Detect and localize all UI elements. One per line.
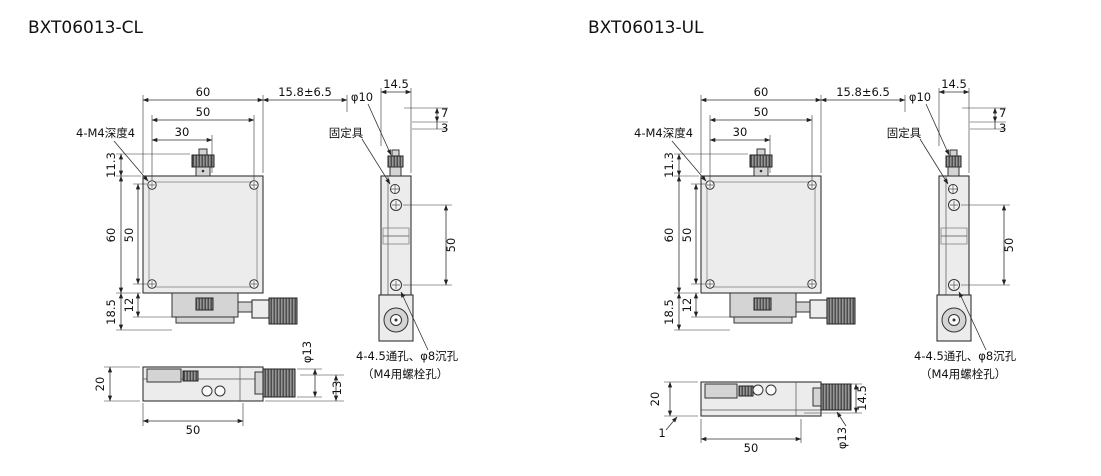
drawing-title: BXT06013-UL xyxy=(588,18,704,38)
dim-side-width: 14.5 xyxy=(941,77,967,91)
drawing-bxt06013-cl: BXT06013-CL 4-M4深度4 60 50 3 xyxy=(28,18,459,437)
dim-top-offset: 30 xyxy=(175,125,190,139)
hole-note-line1: 4-4.5通孔、φ8沉孔 xyxy=(356,349,459,363)
top-view xyxy=(700,148,856,325)
hole-note-line2: （M4用螺栓孔） xyxy=(362,367,448,381)
hole-note-line2: （M4用螺栓孔） xyxy=(920,367,1006,381)
dim-left-base: 12 xyxy=(122,298,136,313)
dim-bottom-width: 50 xyxy=(186,423,201,437)
fixture-label: 固定具 xyxy=(887,126,922,140)
dim-bottom-height: 20 xyxy=(93,377,107,392)
m4-depth-note: 4-M4深度4 xyxy=(76,126,135,140)
dim-bottom-base-lip: 1 xyxy=(658,426,665,440)
m4-depth-note: 4-M4深度4 xyxy=(634,126,693,140)
bottom-view xyxy=(104,366,344,426)
bottom-view xyxy=(664,381,862,443)
dim-knob-diameter: φ10 xyxy=(351,90,373,104)
dim-side-hole-span: 50 xyxy=(1002,238,1016,253)
dim-top-inner: 50 xyxy=(754,105,769,119)
dim-top-offset: 30 xyxy=(733,125,748,139)
dim-left-inner: 50 xyxy=(680,228,694,243)
dim-bottom-knob-diameter: φ13 xyxy=(300,341,314,363)
dim-travel: 15.8±6.5 xyxy=(836,85,890,99)
dim-bottom-knob-height: 14.5 xyxy=(855,385,869,411)
dim-left-top: 11.3 xyxy=(104,152,118,178)
dim-knob-diameter: φ10 xyxy=(909,90,931,104)
side-view xyxy=(378,149,414,342)
dim-left-bottom: 18.5 xyxy=(662,299,676,325)
dim-side-step2: 3 xyxy=(999,121,1006,135)
dim-side-step1: 7 xyxy=(441,106,448,120)
drawing-bxt06013-ul: BXT06013-UL 4-M4深度4 60 50 3 xyxy=(588,18,1017,455)
top-view xyxy=(142,148,298,325)
dim-side-step1: 7 xyxy=(999,106,1006,120)
dim-side-width: 14.5 xyxy=(383,77,409,91)
dim-left-inner: 50 xyxy=(122,228,136,243)
side-view xyxy=(936,149,972,342)
micrometer-thimble-front xyxy=(262,368,296,398)
fixture-label: 固定具 xyxy=(329,126,364,140)
hole-note-line1: 4-4.5通孔、φ8沉孔 xyxy=(914,349,1017,363)
dim-top-inner: 50 xyxy=(196,105,211,119)
dim-side-step2: 3 xyxy=(441,121,448,135)
dim-bottom-width: 50 xyxy=(744,441,759,455)
micrometer-thimble-front xyxy=(820,383,852,411)
dim-side-hole-span: 50 xyxy=(444,238,458,253)
dim-travel: 15.8±6.5 xyxy=(278,85,332,99)
dim-top-width: 60 xyxy=(196,85,211,99)
drawing-title: BXT06013-CL xyxy=(28,18,143,38)
dim-left-height: 60 xyxy=(104,228,118,243)
dim-left-bottom: 18.5 xyxy=(104,299,118,325)
dim-bottom-height: 20 xyxy=(648,392,662,407)
dim-left-top: 11.3 xyxy=(662,152,676,178)
dim-bottom-knob-offset: 13 xyxy=(330,381,344,396)
dim-bottom-knob-diameter: φ13 xyxy=(835,427,849,449)
dim-left-height: 60 xyxy=(662,228,676,243)
dim-top-width: 60 xyxy=(754,85,769,99)
dim-left-base: 12 xyxy=(680,298,694,313)
